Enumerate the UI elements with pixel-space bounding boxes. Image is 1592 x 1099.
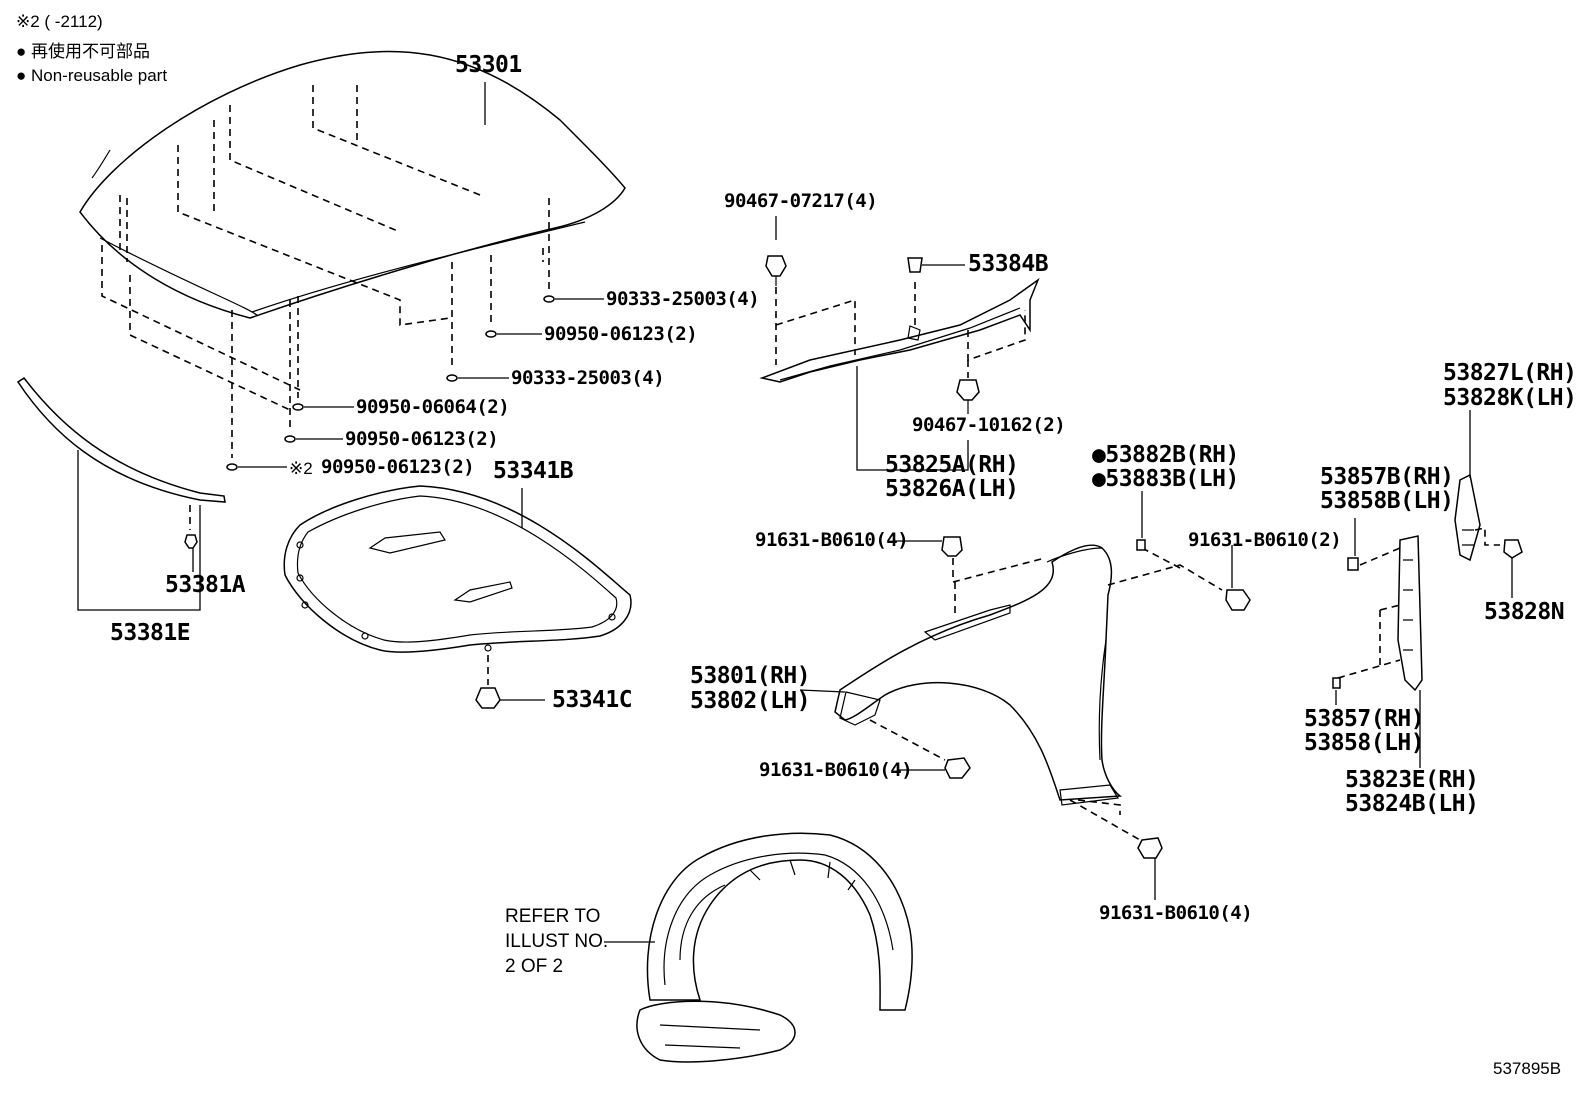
- label-fender-bolt-bottom[interactable]: 91631-B0610(4): [1099, 902, 1253, 924]
- label-cowl-clip-bottom[interactable]: 90467-10162(2): [912, 414, 1066, 436]
- label-pad-lower-lh[interactable]: 53858(LH): [1304, 730, 1425, 756]
- label-seal-side-clip[interactable]: 53828N: [1484, 599, 1565, 625]
- label-fender-rh[interactable]: 53801(RH): [690, 663, 811, 689]
- label-bracket-rh[interactable]: 53823E(RH): [1345, 767, 1479, 793]
- legend-note-code: ※2 ( -2112): [16, 12, 103, 31]
- label-cowl-seal-rh[interactable]: 53825A(RH): [885, 452, 1019, 478]
- refer-line-3: 2 OF 2: [505, 956, 564, 977]
- refer-line-1: REFER TO: [505, 906, 601, 927]
- label-insulator[interactable]: 53341B: [493, 458, 574, 484]
- label-seal-clip[interactable]: 53381A: [165, 572, 246, 598]
- label-fender-bolt-left[interactable]: 91631-B0610(4): [759, 759, 913, 781]
- hood-leader-lines: [238, 82, 604, 468]
- label-cowl-seal-lh[interactable]: 53826A(LH): [885, 476, 1019, 502]
- hood-insulator: [283, 485, 632, 709]
- label-pad-upper-lh[interactable]: 53858B(LH): [1320, 488, 1454, 514]
- refer-line-2: ILLUST NO.: [505, 931, 609, 952]
- cowl-seal: [759, 216, 1040, 471]
- label-hood-clip-a[interactable]: 90333-25003(4): [606, 288, 760, 310]
- label-hood-clip-f[interactable]: 90950-06123(2): [321, 456, 475, 478]
- label-seal-side-lh[interactable]: 53828K(LH): [1443, 385, 1577, 411]
- label-liner-lh[interactable]: ●53883B(LH): [1092, 466, 1239, 492]
- hood-clips: [226, 295, 555, 471]
- label-liner-rh[interactable]: ●53882B(RH): [1092, 442, 1239, 468]
- label-cowl-clip-top[interactable]: 90467-07217(4): [724, 190, 878, 212]
- fender-brackets: [1332, 410, 1523, 768]
- label-seal[interactable]: 53381E: [110, 620, 191, 646]
- legend-non-reusable-en: ● Non-reusable part: [16, 66, 168, 85]
- legend-non-reusable-jp: ● 再使用不可部品: [16, 42, 150, 61]
- label-cowl-bolt[interactable]: 53384B: [968, 251, 1049, 277]
- label-hood-clip-e[interactable]: 90950-06123(2): [345, 428, 499, 450]
- label-pad-upper-rh[interactable]: 53857B(RH): [1320, 464, 1454, 490]
- label-fender-bolt-right[interactable]: 91631-B0610(2): [1188, 529, 1342, 551]
- front-fender: [799, 491, 1251, 900]
- label-fender-lh[interactable]: 53802(LH): [690, 688, 811, 714]
- hood-dashed-leaders: [101, 85, 550, 458]
- label-hood-clip-d[interactable]: 90950-06064(2): [356, 396, 510, 418]
- hood-seal: [16, 376, 226, 611]
- label-hood-clip-f-prefix: ※2: [289, 459, 313, 478]
- label-insulator-clip[interactable]: 53341C: [552, 687, 633, 713]
- fender-liner: [604, 832, 913, 1063]
- illustration-id: 537895B: [1493, 1059, 1562, 1078]
- label-seal-side-rh[interactable]: 53827L(RH): [1443, 360, 1577, 386]
- label-bracket-lh[interactable]: 53824B(LH): [1345, 791, 1479, 817]
- hood-panel: [79, 50, 626, 319]
- label-hood[interactable]: 53301: [455, 52, 522, 78]
- label-pad-lower-rh[interactable]: 53857(RH): [1304, 706, 1425, 732]
- label-hood-clip-b[interactable]: 90950-06123(2): [544, 323, 698, 345]
- label-fender-bolt-top[interactable]: 91631-B0610(4): [755, 529, 909, 551]
- label-hood-clip-c[interactable]: 90333-25003(4): [511, 367, 665, 389]
